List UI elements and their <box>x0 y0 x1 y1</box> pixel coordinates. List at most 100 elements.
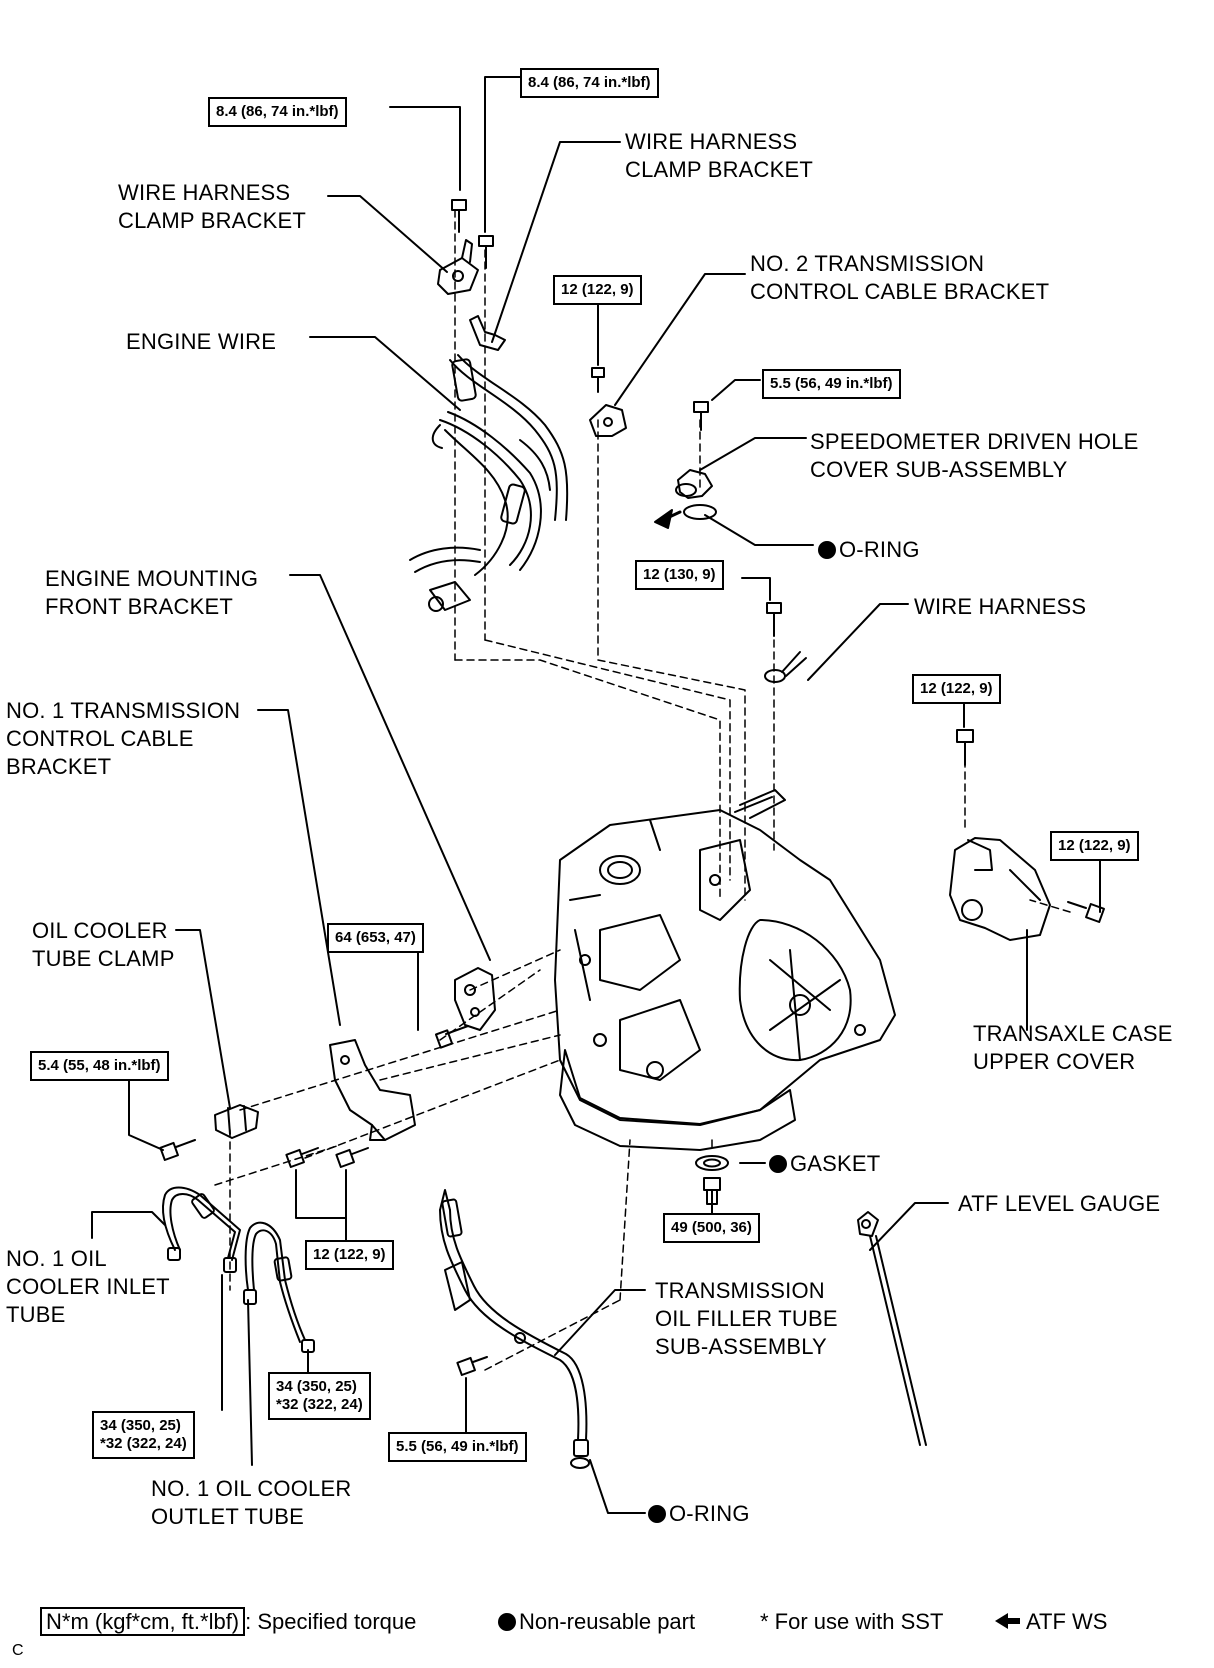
torque-top-left: 8.4 (86, 74 in.*lbf) <box>208 97 347 127</box>
leader-oring-bottom <box>589 1459 646 1514</box>
torque-outlet-tube: 34 (350, 25) *32 (322, 24) <box>268 1372 371 1420</box>
legend-sst: * For use with SST <box>760 1609 944 1634</box>
transaxle-body <box>554 789 896 1151</box>
leader-speedo-bolt <box>711 379 761 401</box>
atf-gauge-part <box>857 1211 927 1446</box>
o-ring-bottom-text: O-RING <box>669 1501 750 1526</box>
bolt-top-right <box>478 235 494 269</box>
bolt-clamp <box>159 1139 196 1161</box>
legend-torque-box: N*m (kgf*cm, ft.*lbf) <box>40 1607 246 1636</box>
legend-torque: N*m (kgf*cm, ft.*lbf): Specified torque <box>40 1607 417 1636</box>
label-o-ring-top: O-RING <box>818 536 920 564</box>
leader-wh <box>807 603 909 681</box>
torque-wire-harness: 12 (130, 9) <box>635 560 724 590</box>
bolt-speedo <box>693 401 709 431</box>
torque-filler-tube: 5.5 (56, 49 in.*lbf) <box>388 1432 527 1462</box>
leader-inlet <box>91 1211 166 1239</box>
bolt-filler <box>456 1356 488 1376</box>
torque-upper-cover-top: 12 (122, 9) <box>912 674 1001 704</box>
leader-wh-bolt <box>741 577 771 601</box>
bolt-no1-a <box>285 1147 319 1168</box>
leader-top-left-bolt <box>389 106 461 191</box>
leader-atf-gauge <box>869 1202 949 1251</box>
label-no1-oil-cooler-outlet-tube: NO. 1 OIL COOLER OUTLET TUBE <box>151 1476 352 1529</box>
atf-arrow-tail-icon <box>1008 1618 1020 1624</box>
leader-clamp-bolt <box>128 1075 164 1151</box>
leader-wh-clamp-right <box>491 141 621 343</box>
leader-no1-ctrl <box>257 709 341 1026</box>
label-no2-transmission-control-cable-bracket: NO. 2 TRANSMISSION CONTROL CABLE BRACKET <box>750 251 1050 304</box>
torque-inlet-tube: 34 (350, 25) *32 (322, 24) <box>92 1411 195 1459</box>
no2-control-cable-bracket <box>589 404 627 437</box>
torque-no2-bracket: 12 (122, 9) <box>553 275 642 305</box>
bolt-wire-harness <box>766 602 782 637</box>
no1-ctrl-bracket-part <box>329 1039 416 1141</box>
bolt-no1-b <box>335 1147 369 1168</box>
leader-emf-bracket <box>289 574 491 961</box>
speedometer-cover <box>675 469 713 499</box>
leader-top-right-bolt <box>484 76 521 233</box>
torque-cooler-clamp: 5.4 (55, 48 in.*lbf) <box>30 1051 169 1081</box>
torque-drain-plug: 49 (500, 36) <box>663 1213 760 1243</box>
nonreusable-dot-icon <box>818 541 836 559</box>
o-ring-bottom-part <box>570 1457 590 1469</box>
bolt-upper-cover-top <box>956 729 974 766</box>
wh-clamp-bracket-right <box>469 315 506 351</box>
wire-harness-terminal <box>764 651 807 683</box>
leader-wh-clamp-left <box>327 195 448 273</box>
leader-filler <box>554 1289 646 1356</box>
label-no1-oil-cooler-inlet-tube: NO. 1 OIL COOLER INLET TUBE <box>6 1246 170 1327</box>
torque-upper-cover-side: 12 (122, 9) <box>1050 831 1139 861</box>
torque-speedometer: 5.5 (56, 49 in.*lbf) <box>762 369 901 399</box>
leader-speedo <box>699 437 807 471</box>
cooler-clamp-part <box>214 1104 259 1139</box>
label-transmission-oil-filler-tube: TRANSMISSION OIL FILLER TUBE SUB-ASSEMBL… <box>655 1278 838 1359</box>
leader-no2-bracket <box>614 273 746 406</box>
legend-atf: ATF WS <box>995 1608 1107 1636</box>
legend-atf-text: ATF WS <box>1026 1609 1108 1634</box>
nonreusable-dot-icon <box>498 1613 516 1631</box>
legend-nonreusable: Non-reusable part <box>498 1608 695 1636</box>
engine-mount-bracket-part <box>454 967 496 1031</box>
leader-outlet-line <box>247 1299 253 1466</box>
atf-arrow-marker <box>654 509 682 529</box>
label-no1-transmission-control-cable-bracket: NO. 1 TRANSMISSION CONTROL CABLE BRACKET <box>6 698 241 779</box>
legend-torque-desc: : Specified torque <box>245 1609 417 1634</box>
label-wire-harness: WIRE HARNESS <box>914 594 1087 619</box>
bolt-top-left <box>451 199 467 233</box>
torque-no1-bracket: 12 (122, 9) <box>305 1240 394 1270</box>
torque-top-right: 8.4 (86, 74 in.*lbf) <box>520 68 659 98</box>
nonreusable-dot-icon <box>648 1505 666 1523</box>
label-wh-clamp-bracket-left: WIRE HARNESS CLAMP BRACKET <box>118 180 307 233</box>
bolt-no2 <box>591 367 605 393</box>
label-engine-mounting-front-bracket: ENGINE MOUNTING FRONT BRACKET <box>45 566 259 619</box>
outlet-tube-part <box>243 1221 315 1353</box>
bolt-mount <box>434 1025 469 1049</box>
engine-wire-part <box>409 354 569 612</box>
label-speedometer-driven-hole-cover: SPEEDOMETER DRIVEN HOLE COVER SUB-ASSEMB… <box>810 429 1139 482</box>
o-ring-top-part <box>683 504 717 520</box>
filler-tube-part <box>439 1189 589 1457</box>
legend-nonreusable-text: Non-reusable part <box>519 1609 696 1634</box>
label-o-ring-bottom: O-RING <box>648 1500 750 1528</box>
inlet-tube-part <box>162 1186 241 1273</box>
bolt-upper-cover-side <box>1067 901 1105 923</box>
alignment-lines <box>214 209 1071 1371</box>
o-ring-top-text: O-RING <box>839 537 920 562</box>
bolts <box>159 199 1105 1376</box>
wh-clamp-bracket-left <box>437 239 479 295</box>
label-wh-clamp-bracket-right: WIRE HARNESS CLAMP BRACKET <box>625 129 814 182</box>
gasket-inner <box>703 1158 721 1168</box>
torque-mount-bracket: 64 (653, 47) <box>327 923 424 953</box>
gasket-part <box>695 1155 729 1171</box>
upper-cover-part <box>949 837 1051 941</box>
label-atf-level-gauge: ATF LEVEL GAUGE <box>958 1191 1161 1216</box>
nonreusable-dot-icon <box>769 1155 787 1173</box>
figure-code: C <box>12 1642 24 1659</box>
label-oil-cooler-tube-clamp: OIL COOLER TUBE CLAMP <box>32 918 175 971</box>
leader-no1-bolts <box>295 1169 347 1219</box>
leader-cooler-clamp <box>175 929 231 1109</box>
label-transaxle-case-upper-cover: TRANSAXLE CASE UPPER COVER <box>973 1021 1173 1074</box>
leader-oring-top <box>704 514 814 546</box>
